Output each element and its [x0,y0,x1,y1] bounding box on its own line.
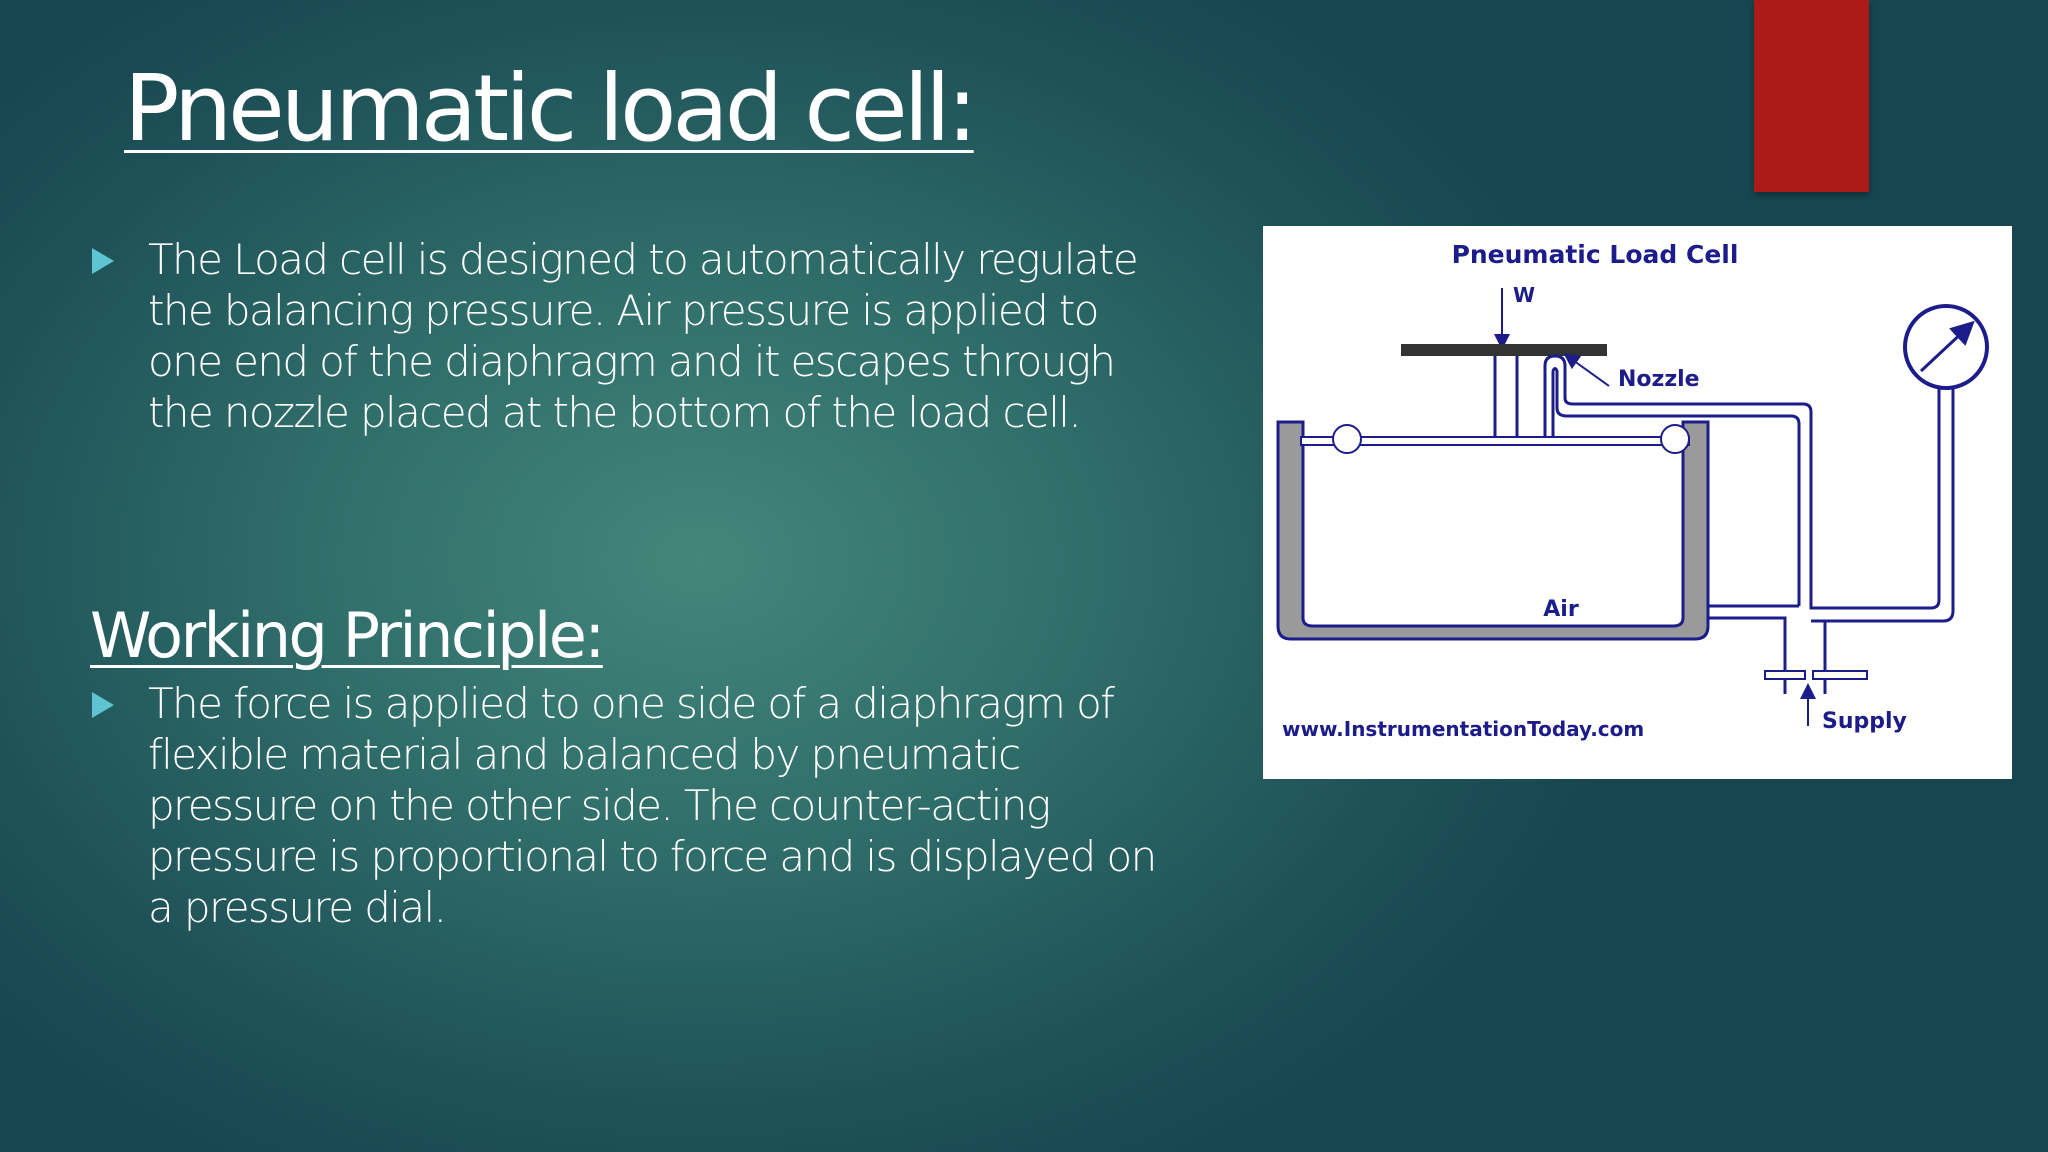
pneumatic-load-cell-diagram: Pneumatic Load Cell W Air Nozzle [1263,226,2012,779]
nozzle-label: Nozzle [1618,367,1700,392]
source-website: www.InstrumentationToday.com [1282,717,1644,741]
nozzle-pointer [1563,353,1610,387]
supply-restrictor-left [1764,670,1806,680]
gauge-needle [1919,320,1975,373]
diagram-svg: Pneumatic Load Cell W Air Nozzle [1276,240,1989,741]
diaphragm-seal-right [1660,424,1690,454]
nozzle-pipe-inner [1551,367,1801,606]
bullet-arrow-icon [92,248,114,274]
bullet-text: The Load cell is designed to automatical… [148,235,1139,437]
gauge-pipe-inner [1825,367,1941,610]
gauge-pipe [1811,367,1955,623]
bullet-working-principle: The force is applied to one side of a di… [92,678,1172,933]
bullet-arrow-icon [92,692,114,718]
nozzle-pipe-outer [1543,354,1858,610]
working-principle-heading: Working Principle: [90,599,605,672]
supply-restrictor-right [1812,670,1868,680]
bullet-load-cell-description: The Load cell is designed to automatical… [92,234,1172,438]
slide-title: Pneumatic load cell: [124,55,978,162]
weight-label: W [1513,283,1535,307]
supply-label: Supply [1822,709,1907,734]
diaphragm-seal-left [1332,424,1362,454]
red-accent-bar [1754,0,1869,192]
diagram-title: Pneumatic Load Cell [1452,240,1739,269]
load-platform [1401,344,1607,356]
bullet-text: The force is applied to one side of a di… [148,679,1157,932]
air-label: Air [1543,597,1579,622]
chamber-walls [1276,420,1710,641]
chamber-outlet-lower [1708,616,1787,694]
